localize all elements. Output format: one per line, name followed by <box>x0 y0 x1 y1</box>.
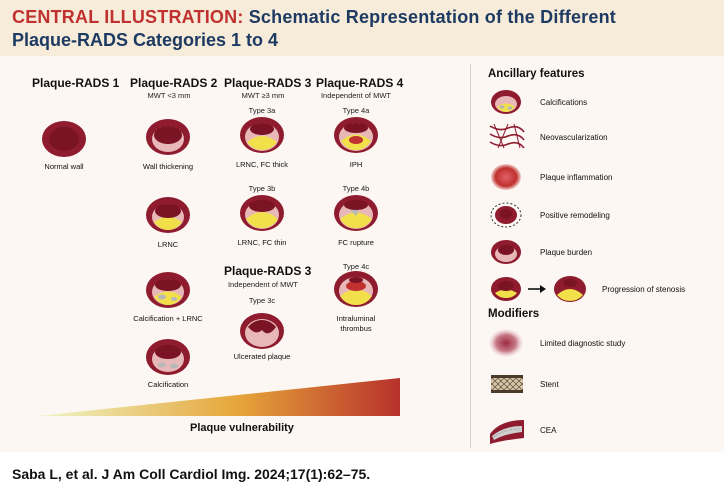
vessel-wall-thickening <box>146 119 190 155</box>
vessel-lrnc <box>146 197 190 233</box>
modifiers-title: Modifiers <box>488 308 540 320</box>
vessel-type-3b <box>240 195 284 231</box>
limited-diagnostic-study-icon <box>489 329 523 357</box>
category-3-independent-title: Plaque-RADS 3 <box>224 264 312 278</box>
iph-label: IPH <box>349 160 363 169</box>
illustration-title: CENTRAL ILLUSTRATION: Schematic Represen… <box>12 7 616 28</box>
vessel-type-4b <box>334 195 378 231</box>
illustration-title-line2: Plaque-RADS Categories 1 to 4 <box>12 30 279 50</box>
panel-divider <box>470 64 471 448</box>
type-4c-label: Type 4c <box>342 262 370 271</box>
illustration-title-rest: Schematic Representation of the Differen… <box>248 7 616 27</box>
progression-after-icon <box>554 276 586 302</box>
progression-arrow-icon <box>528 285 546 293</box>
header-banner: CENTRAL ILLUSTRATION: Schematic Represen… <box>0 0 724 56</box>
intraluminal-thrombus-label-2: thrombus <box>340 324 372 333</box>
vessel-calcification-lrnc <box>146 272 190 308</box>
ancillary-item-progression-of-stenosis: Progression of stenosis <box>602 285 686 294</box>
modifier-item-limited-diagnostic-study: Limited diagnostic study <box>540 339 626 348</box>
type-3c-label: Type 3c <box>248 296 276 305</box>
ancillary-item-plaque-burden: Plaque burden <box>540 248 593 257</box>
cea-icon <box>490 420 524 444</box>
vessel-type-3c <box>240 313 284 349</box>
citation: Saba L, et al. J Am Coll Cardiol Img. 20… <box>12 466 371 482</box>
category-2-title: Plaque-RADS 2 <box>130 76 218 90</box>
category-2-subtitle: MWT <3 mm <box>147 91 191 100</box>
vessel-normal <box>42 121 86 157</box>
calcification-lrnc-label: Calcification + LRNC <box>133 314 203 323</box>
plaque-burden-icon <box>491 240 521 264</box>
category-3-subtitle: MWT ≥3 mm <box>241 91 285 100</box>
calcifications-icon <box>491 90 521 114</box>
type-4a-label: Type 4a <box>342 106 370 115</box>
modifier-item-stent: Stent <box>540 380 559 389</box>
calcification-label: Calcification <box>147 380 189 389</box>
progression-before-icon <box>491 277 521 301</box>
ulcerated-plaque-label: Ulcerated plaque <box>233 352 291 361</box>
vessel-type-4c <box>334 271 378 307</box>
category-3-title: Plaque-RADS 3 <box>224 76 312 90</box>
plaque-vulnerability-label: Plaque vulnerability <box>190 422 294 434</box>
plaque-inflammation-icon <box>491 164 521 190</box>
type-3b-label: Type 3b <box>248 184 276 193</box>
wall-thickening-label: Wall thickening <box>142 162 194 171</box>
modifier-item-cea: CEA <box>540 426 557 435</box>
type-4b-label: Type 4b <box>342 184 370 193</box>
category-4-title: Plaque-RADS 4 <box>316 76 404 90</box>
vulnerability-gradient <box>38 378 400 416</box>
category-1-title: Plaque-RADS 1 <box>32 76 120 90</box>
vessel-type-4a <box>334 117 378 153</box>
ancillary-features-title: Ancillary features <box>488 68 585 80</box>
lrnc-fc-thick-label: LRNC, FC thick <box>235 160 289 169</box>
vessel-type-3a <box>240 117 284 153</box>
fc-rupture-label: FC rupture <box>338 238 374 247</box>
intraluminal-thrombus-label-1: Intraluminal <box>336 314 376 323</box>
ancillary-item-positive-remodeling: Positive remodeling <box>540 211 610 220</box>
lrnc-fc-thin-label: LRNC, FC thin <box>237 238 287 247</box>
ancillary-item-plaque-inflammation: Plaque inflammation <box>540 173 613 182</box>
stent-icon <box>491 375 523 393</box>
category-4-subtitle: Independent of MWT <box>320 91 392 100</box>
category-3-independent-subtitle: Independent of MWT <box>227 280 299 289</box>
positive-remodeling-icon <box>490 202 522 228</box>
lrnc-label: LRNC <box>157 240 179 249</box>
ancillary-item-neovascularization: Neovascularization <box>540 133 608 142</box>
neovascularization-icon <box>489 123 525 149</box>
vessel-calcification <box>146 339 190 375</box>
type-3a-label: Type 3a <box>248 106 276 115</box>
illustration-lead: CENTRAL ILLUSTRATION: <box>12 7 244 27</box>
ancillary-item-calcifications: Calcifications <box>540 98 588 107</box>
normal-wall-label: Normal wall <box>44 162 84 171</box>
